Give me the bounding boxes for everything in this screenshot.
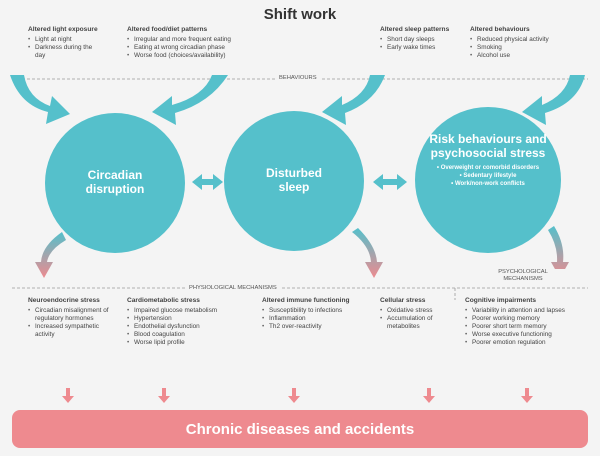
cardiometabolic-heading: Cardiometabolic stress <box>127 297 200 304</box>
sleep-patterns-item: Short day sleeps <box>380 36 470 44</box>
disturbed-sleep-title: Disturbed sleep <box>265 166 322 194</box>
food-diet-item: Eating at wrong circadian phase <box>127 44 262 52</box>
cardiometabolic-item: Worse lipid profile <box>127 339 242 347</box>
risk-behaviours-title: Risk behaviours and psychosocial stress <box>429 132 547 160</box>
food-diet-item: Irregular and more frequent eating <box>127 36 262 44</box>
risk-down-arrow <box>548 226 569 278</box>
food-diet-group: Altered food/diet patterns Irregular and… <box>127 26 262 60</box>
food-diet-heading: Altered food/diet patterns <box>127 26 208 33</box>
physiological-mechanisms-label: PHYSIOLOGICAL MECHANISMS <box>186 285 280 292</box>
neuroendocrine-heading: Neuroendocrine stress <box>28 297 100 304</box>
altered-behaviours-item: Alcohol use <box>470 52 585 60</box>
cardiometabolic-group: Cardiometabolic stress Impaired glucose … <box>127 297 242 347</box>
risk-item: Overweight or comorbid disorders <box>428 164 548 172</box>
food-diet-item: Worse food (choices/availability) <box>127 52 262 60</box>
altered-behaviours-heading: Altered behaviours <box>470 26 530 33</box>
light-exposure-item: Light at night <box>28 36 123 44</box>
sleep-circle <box>224 111 364 251</box>
altered-behaviours-item: Reduced physical activity <box>470 36 585 44</box>
sleep-patterns-group: Altered sleep patterns Short day sleeps … <box>380 26 470 52</box>
light-exposure-heading: Altered light exposure <box>28 26 98 33</box>
risk-behaviours-block: Risk behaviours and psychosocial stress … <box>428 132 548 188</box>
behaviours-label: BEHAVIOURS <box>276 75 320 82</box>
cardiometabolic-item: Endothelial dysfunction <box>127 323 242 331</box>
immune-group: Altered immune functioning Susceptibilit… <box>262 297 374 331</box>
immune-item: Th2 over-reactivity <box>262 323 374 331</box>
cardiometabolic-item: Impaired glucose metabolism <box>127 307 242 315</box>
neuroendocrine-item: Circadian misalignment of regulatory hor… <box>28 307 118 323</box>
cellular-heading: Cellular stress <box>380 297 426 304</box>
light-to-circadian-arrow <box>10 75 70 124</box>
sleep-patterns-heading: Altered sleep patterns <box>380 26 450 33</box>
food-to-circadian-arrow <box>152 75 228 125</box>
sleep-risk-double-arrow <box>373 174 407 190</box>
diagram-title: Shift work <box>263 6 337 23</box>
altered-behaviours-item: Smoking <box>470 44 585 52</box>
neuroendocrine-group: Neuroendocrine stress Circadian misalign… <box>28 297 118 339</box>
altered-behaviours-group: Altered behaviours Reduced physical acti… <box>470 26 585 60</box>
cellular-item: Accumulation of metabolites <box>380 315 458 331</box>
circadian-disruption-title: Circadian disruption <box>85 168 145 196</box>
cellular-item: Oxidative stress <box>380 307 458 315</box>
immune-item: Susceptibility to infections <box>262 307 374 315</box>
cognitive-item: Poorer short term memory <box>465 323 590 331</box>
circadian-sleep-double-arrow <box>192 174 223 190</box>
immune-heading: Altered immune functioning <box>262 297 350 304</box>
neuroendocrine-item: Increased sympathetic activity <box>28 323 118 339</box>
risk-item: Work/non-work conflicts <box>428 180 548 188</box>
psychological-mechanisms-label: PSYCHOLOGICAL MECHANISMS <box>480 269 566 283</box>
circadian-down-arrow <box>35 232 66 278</box>
cellular-group: Cellular stress Oxidative stress Accumul… <box>380 297 458 331</box>
cognitive-item: Poorer emotion regulation <box>465 339 590 347</box>
sleep-down-arrow <box>352 228 383 278</box>
cognitive-item: Poorer working memory <box>465 315 590 323</box>
cognitive-item: Variability in attention and lapses <box>465 307 590 315</box>
outcome-banner: Chronic diseases and accidents <box>12 410 588 448</box>
cardiometabolic-item: Blood coagulation <box>127 331 242 339</box>
sleep-to-disturbed-arrow <box>322 75 385 125</box>
cardiometabolic-item: Hypertension <box>127 315 242 323</box>
cognitive-item: Worse executive functioning <box>465 331 590 339</box>
cognitive-heading: Cognitive impairments <box>465 297 537 304</box>
circadian-circle <box>45 113 185 253</box>
light-exposure-group: Altered light exposure Light at night Da… <box>28 26 123 60</box>
sleep-patterns-item: Early wake times <box>380 44 470 52</box>
risk-item: Sedentary lifestyle <box>428 172 548 180</box>
immune-item: Inflammation <box>262 315 374 323</box>
behaviours-to-risk-arrow <box>522 75 585 125</box>
outcome-arrows <box>62 388 533 403</box>
light-exposure-item: Darkness during the day <box>28 44 99 60</box>
cognitive-group: Cognitive impairments Variability in att… <box>465 297 590 347</box>
